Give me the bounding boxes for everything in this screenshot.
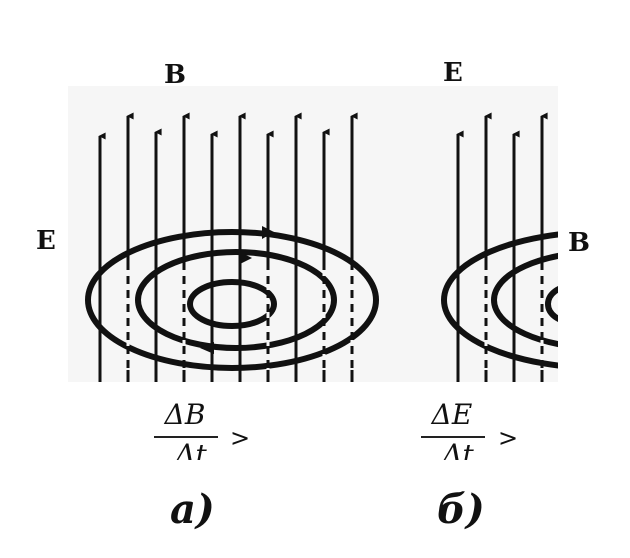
panel-a-rate-fraction: ΔB Δt: [154, 398, 264, 462]
panel-a-field-label: B: [164, 60, 186, 90]
panel-a-loop-outer: [85, 229, 379, 371]
panel-b-caption: б): [437, 486, 485, 533]
panel-b-fraction-numerator: ΔE: [431, 398, 473, 431]
panel-a-loop-arrow-top: [262, 226, 274, 239]
panel-b-fraction-denominator: Δt: [442, 440, 474, 460]
panel-a-comparison: >: [230, 424, 251, 452]
panel-a-loop-middle: [135, 249, 337, 351]
panel-b-rate-fraction: ΔE Δt: [421, 398, 531, 462]
panel-a-fraction-bar: [154, 436, 218, 438]
panel-a-loop-arrow-mid: [240, 252, 252, 264]
panel-a-fraction-numerator: ΔB: [164, 398, 206, 431]
panel-a-caption: а): [170, 486, 215, 533]
panel-b-comparison: >: [498, 424, 519, 452]
panel-b-loops: [441, 231, 558, 369]
panel-b-field-lines: [456, 112, 548, 382]
panel-b-loop-middle: [491, 252, 558, 348]
panel-b-fraction-bar: [421, 436, 485, 438]
panel-a-loop-label: E: [36, 226, 56, 256]
panel-b-loop-inner: [545, 286, 558, 322]
panel-a-loops: [85, 229, 379, 371]
panel-a-loop-arrow-bottom: [200, 342, 214, 354]
panel-a-loop-inner: [187, 279, 277, 329]
panel-a-dashes: [126, 270, 354, 370]
panel-b-loop-outer: [441, 231, 558, 369]
panel-b-dashes: [484, 270, 544, 370]
panel-a-fraction-denominator: Δt: [175, 440, 207, 460]
panel-b-loop-label: B: [568, 228, 590, 258]
panel-a-loop-arrows: [200, 226, 274, 354]
panel-b-field-label: E: [443, 58, 463, 88]
